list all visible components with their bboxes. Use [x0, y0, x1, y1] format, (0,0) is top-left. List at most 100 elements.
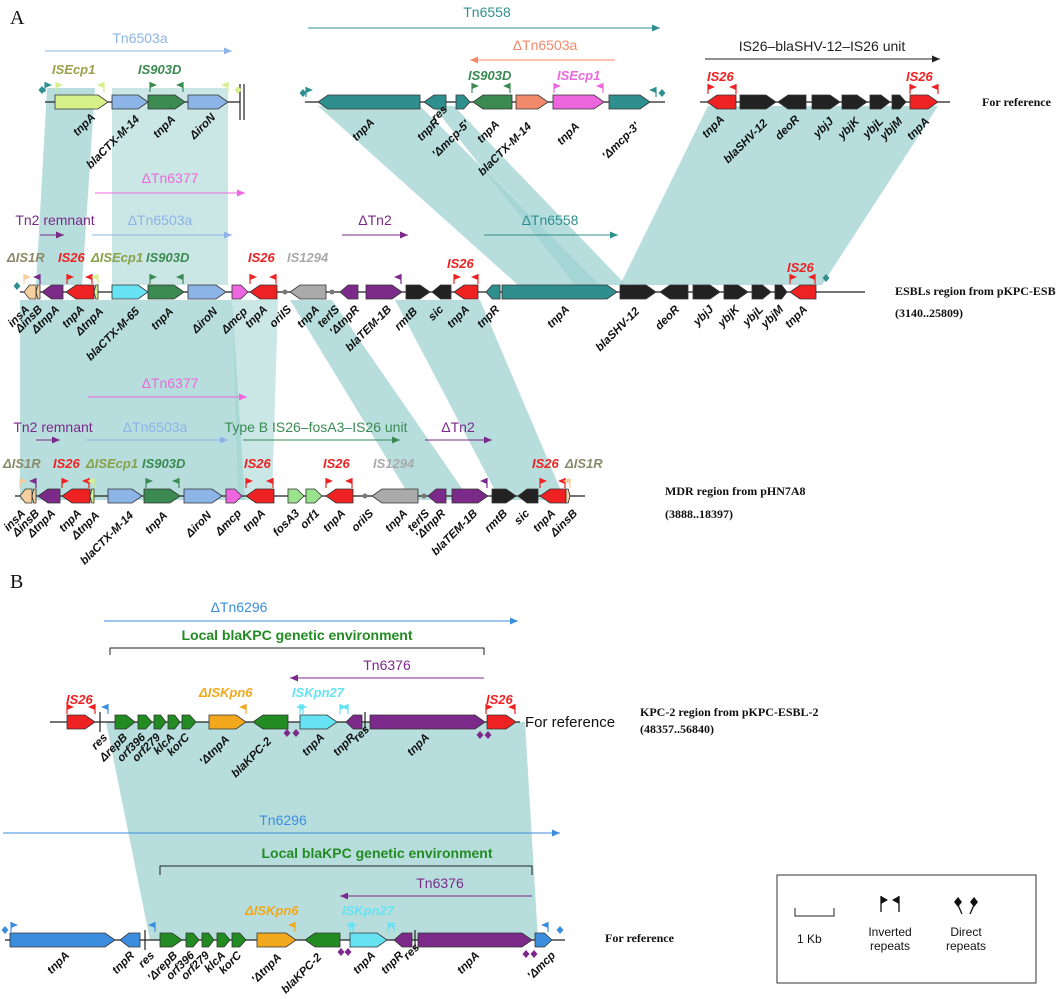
direct-repeat-icon [13, 282, 21, 290]
gene-a1-tnpA-tn6558 [317, 94, 421, 110]
label-is26-mid3: IS26 [447, 256, 475, 271]
label-esbl-title: ESBLs region from pKPC-ESBL-2 [895, 284, 1056, 298]
inverted-repeat-icon [558, 478, 566, 488]
gene-low-rmtB [491, 488, 517, 504]
gene-label-b2-tnpA: tnpA [45, 950, 72, 977]
legend-direct-label: Direct [950, 925, 982, 939]
label-is903d-a2: IS903D [468, 68, 512, 83]
gene-label-mid-ybjM: ybjM [758, 303, 786, 331]
gene-low-is903d [143, 488, 181, 504]
span-tn2-remnant-low: Tn2 remnant [13, 419, 93, 444]
svg-text:ΔTn6377: ΔTn6377 [142, 170, 199, 186]
inverted-repeat-icon [266, 478, 274, 488]
gene-a1-isecp1 [552, 94, 605, 110]
gene-label-mid-ybjK: ybjK [715, 303, 742, 330]
homology-block-7 [290, 300, 470, 500]
inverted-repeat-icon [91, 274, 99, 284]
gene-a1-blaCTX-2 [515, 94, 549, 110]
span-dtn2-low: ΔTn2 [425, 419, 492, 444]
inverted-repeat-icon [480, 478, 488, 488]
inverted-repeat-icon [508, 704, 516, 714]
bracket-local-kpc-b2: Local blaKPC genetic environment [159, 845, 533, 875]
gene-label-mid-tnpA7: tnpA [783, 304, 810, 331]
inverted-repeat-icon [553, 83, 561, 93]
gene-label-low-rmtB: rmtB [483, 508, 510, 535]
inverted-repeat-icon [325, 478, 333, 488]
gene-b2-iskpn6 [256, 932, 297, 948]
label-kpc2-coords: (48357..56840) [640, 722, 714, 736]
dr-a1-1 [38, 86, 46, 94]
label-isecp1-a2: ISEcp1 [557, 68, 600, 83]
gene-b1-iskpn6 [208, 714, 247, 730]
inverted-repeat-icon [789, 274, 797, 284]
gene-b1-klcA [167, 714, 181, 730]
gene-low-insB2 [565, 488, 571, 504]
direct-repeat-icon [522, 950, 530, 958]
gene-label-low-oriIS: oriIS [350, 507, 377, 534]
gene-a1-tnpA-1 [54, 94, 109, 110]
span-dtn6377-mid: ΔTn6377 [95, 170, 245, 197]
svg-text:ΔTn6503a: ΔTn6503a [123, 419, 188, 435]
svg-text:ΔTn6503a: ΔTn6503a [128, 212, 193, 228]
direct-repeat-icon [1, 926, 9, 934]
gene-b2-tnpR [119, 932, 141, 948]
direct-repeat-icon [484, 731, 492, 739]
inverted-repeat-icon [55, 82, 63, 92]
direct-repeat-icon [234, 86, 242, 94]
label-is1294-low: IS1294 [373, 456, 415, 471]
inverted-repeat-icon [471, 274, 479, 284]
inverted-repeat-icon [909, 84, 917, 94]
gene-mid-dtnpA [41, 284, 64, 300]
gene-b2-repB [159, 932, 183, 948]
inverted-repeat-icon [149, 82, 157, 92]
gene-label-low-sic: sic [512, 507, 532, 527]
gene-label-a1-tnpA-5: tnpA [555, 121, 582, 148]
inverted-repeat-icon [85, 274, 93, 284]
gene-label-mid-ybjJ: ybjJ [691, 303, 717, 329]
svg-text:Type B IS26–fosA3–IS26 unit: Type B IS26–fosA3–IS26 unit [225, 419, 408, 435]
svg-text:Tn6376: Tn6376 [416, 875, 464, 891]
svg-text:ΔTn6503a: ΔTn6503a [513, 37, 578, 53]
gene-b2-tnpA2 [417, 932, 533, 948]
legend-scale-label: 1 Kb [797, 932, 822, 946]
gene-mid-sic [431, 284, 452, 300]
gene-a1-res [455, 94, 471, 110]
inverted-repeat-icon [288, 922, 296, 932]
label-is1294-mid: IS1294 [287, 250, 329, 265]
gene-a1-shv [739, 94, 777, 110]
label-disecp1-low: ΔISEcp1 [85, 456, 138, 471]
span-tn6376-b1: Tn6376 [290, 657, 484, 682]
gene-mid-insB [35, 284, 41, 300]
gene-mid-blaCTX65 [111, 284, 149, 300]
inverted-repeat-icon [305, 87, 313, 97]
inverted-repeat-icon [176, 82, 184, 92]
inverted-repeat-icon [249, 274, 257, 284]
gene-a1-tnpR [423, 94, 447, 110]
homology-block-6 [232, 300, 278, 500]
gene-label-b2-mcp: 'Δmcp [526, 950, 559, 983]
inverted-repeat-icon [453, 274, 461, 284]
direct-repeat-icon [299, 89, 307, 97]
span-dtn2-mid: ΔTn2 [342, 212, 408, 239]
label-esbl-coords: (3140..25809) [895, 306, 963, 320]
gene-a1-tnpA-2 [147, 94, 186, 110]
inverted-repeat-icon [471, 83, 479, 93]
span-tn6558-top: Tn6558 [308, 4, 660, 32]
gene-b2-tnpA [9, 932, 116, 948]
span-tn6503a-top: Tn6503a [45, 30, 232, 55]
direct-repeat-icon [556, 926, 564, 934]
gene-b1-repB [114, 714, 136, 730]
span-is26-shv-unit: IS26–blaSHV-12–IS26 unit [705, 38, 940, 63]
gene-mid-is903d [147, 284, 185, 300]
gene-mid-rmtB [405, 284, 431, 300]
gene-b1-kpc2 [252, 714, 289, 730]
gene-low-is26 [61, 488, 91, 504]
gene-a1-deoR [777, 94, 807, 110]
label-is26-low2: IS26 [244, 456, 272, 471]
inverted-repeat-icon [97, 82, 105, 92]
gene-b1-orf396 [137, 714, 153, 730]
homology-block-0 [36, 88, 95, 285]
gene-a1-iroN [187, 94, 229, 110]
label-ref-b2: For reference [605, 931, 675, 945]
legend-inverted-repeat-icon [880, 896, 900, 912]
